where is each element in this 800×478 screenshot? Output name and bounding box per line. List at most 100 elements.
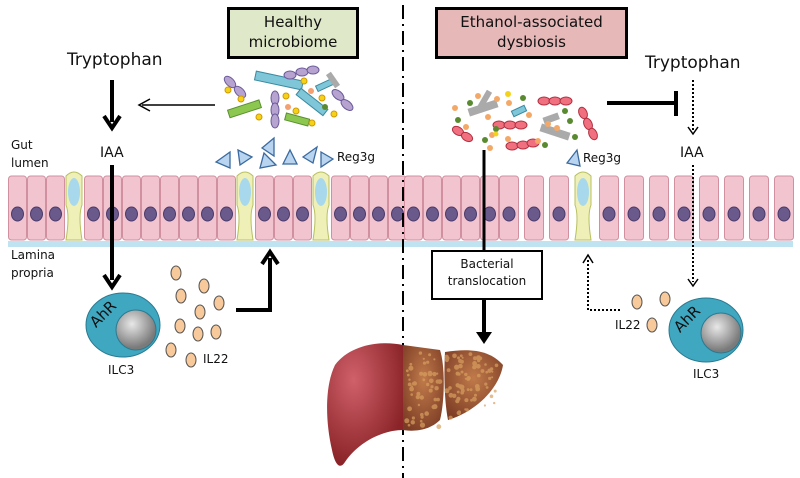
- cirrhotic-nodule: [493, 402, 495, 404]
- healthy-title-line1: Healthy: [230, 12, 356, 32]
- gut-lumen-line2: lumen: [11, 156, 49, 170]
- cell-nucleus: [703, 207, 715, 221]
- cirrhotic-nodule: [457, 391, 460, 394]
- cell-nucleus: [465, 207, 477, 221]
- cirrhotic-nodule: [452, 354, 457, 359]
- cirrhotic-nodule: [428, 372, 433, 377]
- cell-nucleus: [183, 207, 195, 221]
- cirrhotic-nodule: [484, 363, 487, 366]
- cirrhotic-nodule: [468, 378, 470, 380]
- cirrhotic-nodule: [484, 383, 487, 386]
- cirrhotic-nodule: [476, 364, 481, 369]
- cirrhotic-nodule: [491, 371, 493, 373]
- cirrhotic-nodule: [434, 386, 438, 390]
- liver-illustration: [327, 343, 503, 466]
- cirrhotic-nodule: [458, 364, 463, 369]
- il22-to-epithelium-arrow: [236, 258, 270, 310]
- cell-nucleus: [373, 207, 385, 221]
- cirrhotic-nodule: [461, 389, 465, 393]
- cirrhotic-nodule: [487, 369, 491, 373]
- cell-nucleus: [12, 207, 24, 221]
- il22-to-epithelium-dotted-arrow: [588, 258, 620, 310]
- reg3g-triangle: [567, 150, 580, 166]
- lamina-propria-label: Lamina propria: [11, 246, 55, 282]
- cirrhotic-nodule: [447, 368, 451, 372]
- cirrhotic-nodule: [491, 376, 493, 378]
- healthy-microbiome-bacteria: [216, 66, 355, 168]
- cell-nucleus: [408, 207, 420, 221]
- cirrhotic-nodule: [494, 390, 497, 393]
- cell-nucleus: [653, 207, 665, 221]
- cirrhotic-nodule: [433, 404, 438, 409]
- dysbiosis-title-line1: Ethanol-associated: [438, 12, 625, 32]
- il22-label-left: IL22: [203, 352, 229, 366]
- ilc3-label-left: ILC3: [108, 363, 134, 377]
- cirrhotic-nodule: [407, 374, 410, 377]
- cell-nucleus: [259, 207, 271, 221]
- cirrhotic-nodule: [423, 372, 428, 377]
- cirrhotic-nodule: [419, 372, 423, 376]
- cirrhotic-nodule: [481, 369, 485, 373]
- cell-nucleus: [221, 207, 233, 221]
- cirrhotic-nodule: [470, 388, 473, 391]
- cirrhotic-nodule: [408, 424, 411, 427]
- cell-nucleus: [603, 207, 615, 221]
- cell-nucleus: [31, 207, 43, 221]
- mucus-granules: [315, 178, 327, 206]
- iaa-label-left: IAA: [100, 145, 124, 161]
- cirrhotic-nodule: [410, 393, 413, 396]
- cirrhotic-nodule: [457, 384, 461, 388]
- cirrhotic-nodule: [418, 404, 420, 406]
- cell-nucleus: [678, 207, 690, 221]
- cirrhotic-nodule: [424, 411, 429, 416]
- tryptophan-label-right: Tryptophan: [645, 53, 741, 73]
- il22-label-right: IL22: [615, 318, 641, 332]
- translocation-line1: Bacterial: [433, 256, 541, 273]
- cirrhotic-nodule: [436, 398, 440, 402]
- cirrhotic-nodule: [406, 369, 409, 372]
- mucus-granules: [577, 178, 589, 206]
- dysbiosis-bacteria: [451, 90, 599, 166]
- mucus-granules: [239, 178, 251, 206]
- cirrhotic-nodule: [408, 366, 413, 371]
- cirrhotic-nodule: [472, 365, 476, 369]
- cirrhotic-liver-right-lobe: [444, 350, 503, 420]
- cirrhotic-nodule: [484, 404, 486, 406]
- cirrhotic-nodule: [419, 351, 422, 354]
- cell-nucleus: [202, 207, 214, 221]
- cell-nucleus: [145, 207, 157, 221]
- epithelium-layer: [8, 172, 794, 247]
- cirrhotic-nodule: [464, 398, 468, 402]
- cirrhotic-nodule: [464, 373, 467, 376]
- cirrhotic-nodule: [449, 416, 453, 420]
- cirrhotic-nodule: [486, 386, 489, 389]
- cell-nucleus: [628, 207, 640, 221]
- cirrhotic-nodule: [422, 378, 425, 381]
- cell-nucleus: [553, 207, 565, 221]
- mucus-granules: [68, 178, 80, 206]
- cirrhotic-nodule: [412, 416, 415, 419]
- cell-nucleus: [278, 207, 290, 221]
- cirrhotic-nodule: [423, 362, 426, 365]
- cirrhotic-nodule: [433, 372, 436, 375]
- healthy-title-line2: microbiome: [230, 32, 356, 52]
- cirrhotic-nodule: [474, 394, 477, 397]
- cell-nucleus: [297, 207, 309, 221]
- cirrhotic-nodule: [477, 374, 481, 378]
- cell-nucleus: [778, 207, 790, 221]
- healthy-microbiome-title: Healthy microbiome: [227, 7, 359, 59]
- gut-lumen-line1: Gut: [11, 138, 33, 152]
- cirrhotic-nodule: [467, 388, 470, 391]
- cirrhotic-nodule: [477, 359, 480, 362]
- cell-nucleus: [126, 207, 138, 221]
- cirrhotic-nodule: [460, 360, 464, 364]
- cirrhotic-nodule: [420, 395, 424, 399]
- ilc3-label-right: ILC3: [693, 367, 719, 381]
- cell-nucleus: [528, 207, 540, 221]
- cirrhotic-nodule: [407, 406, 412, 411]
- cirrhotic-nodule: [436, 379, 440, 383]
- cirrhotic-nodule: [429, 379, 434, 384]
- cirrhotic-nodule: [421, 416, 424, 419]
- cirrhotic-nodule: [460, 354, 463, 357]
- cirrhotic-nodule: [404, 418, 409, 423]
